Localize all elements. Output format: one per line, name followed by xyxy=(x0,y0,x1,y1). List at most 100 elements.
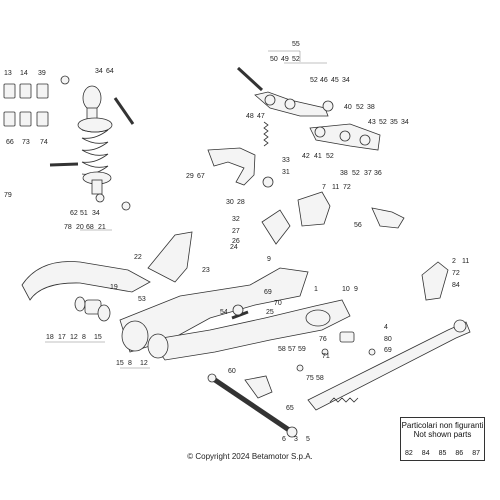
part-number-label: 59 xyxy=(298,346,306,353)
part-number-label: 25 xyxy=(266,309,274,316)
part-number-label: 33 xyxy=(282,157,290,164)
part-number-label: 34 xyxy=(92,210,100,217)
part-number-label: 57 xyxy=(288,346,296,353)
part-number-label: 68 xyxy=(86,224,94,231)
part-number-label: 69 xyxy=(264,289,272,296)
part-number-label: 37 xyxy=(364,170,372,177)
part-number-label: 38 xyxy=(367,104,375,111)
part-number-label: 41 xyxy=(314,153,322,160)
note-part: 87 xyxy=(472,450,480,457)
part-number-label: 50 xyxy=(270,56,278,63)
part-number-label: 34 xyxy=(95,68,103,75)
part-number-label: 15 xyxy=(116,360,124,367)
note-part: 86 xyxy=(455,450,464,457)
part-number-label: 75 xyxy=(306,375,314,382)
part-number-label: 58 xyxy=(316,375,324,382)
part-number-label: 11 xyxy=(332,184,340,191)
part-number-label: 72 xyxy=(452,270,460,277)
part-number-label: 52 xyxy=(326,153,334,160)
leader-lines xyxy=(45,50,327,369)
part-number-label: 32 xyxy=(232,216,240,223)
side-stand xyxy=(307,319,471,411)
part-number-label: 34 xyxy=(342,77,350,84)
part-number-label: 40 xyxy=(344,104,352,111)
part-number-label: 30 xyxy=(226,199,234,206)
part-number-label: 39 xyxy=(38,70,46,77)
part-number-label: 52 xyxy=(356,104,364,111)
part-number-label: 51 xyxy=(80,210,88,217)
part-number-label: 9 xyxy=(354,286,358,293)
part-number-label: 66 xyxy=(6,139,14,146)
part-number-label: 22 xyxy=(134,254,142,261)
part-number-label: 46 xyxy=(320,77,328,84)
part-number-label: 71 xyxy=(322,353,330,360)
note-part: 82 xyxy=(405,450,413,457)
part-number-label: 60 xyxy=(228,368,236,375)
note-line-english: Not shown parts xyxy=(413,430,472,439)
part-number-label: 84 xyxy=(452,282,460,289)
part-number-label: 1 xyxy=(314,286,318,293)
part-number-label: 17 xyxy=(58,334,66,341)
part-number-label: 35 xyxy=(390,119,398,126)
part-number-label: 12 xyxy=(140,360,148,367)
misc-small-parts xyxy=(60,75,376,399)
part-number-label: 64 xyxy=(106,68,114,75)
note-part: 84 xyxy=(421,450,430,457)
part-number-label: 45 xyxy=(331,77,339,84)
part-number-label: 31 xyxy=(282,169,290,176)
part-number-label: 28 xyxy=(237,199,245,206)
part-number-label: 58 xyxy=(278,346,286,353)
part-number-label: 42 xyxy=(302,153,310,160)
chain-slider xyxy=(21,231,193,301)
part-number-label: 62 xyxy=(70,210,78,217)
copyright-text: © Copyright 2024 Betamotor S.p.A. xyxy=(187,452,313,461)
part-number-label: 7 xyxy=(322,184,326,191)
part-number-label: 9 xyxy=(267,256,271,263)
note-part: 85 xyxy=(438,450,447,457)
part-number-label: 54 xyxy=(220,309,228,316)
part-number-label: 20 xyxy=(76,224,84,231)
part-number-label: 53 xyxy=(138,296,146,303)
part-number-label: 38 xyxy=(340,170,348,177)
small-parts-icons xyxy=(3,83,49,127)
part-number-label: 78 xyxy=(64,224,72,231)
part-number-label: 10 xyxy=(342,286,350,293)
part-number-label: 8 xyxy=(82,334,86,341)
part-number-label: 43 xyxy=(368,119,376,126)
part-number-label: 19 xyxy=(110,284,118,291)
part-number-label: 21 xyxy=(98,224,106,231)
spacers xyxy=(74,296,111,322)
part-number-label: 13 xyxy=(4,70,12,77)
part-number-label: 29 xyxy=(186,173,194,180)
part-number-label: 52 xyxy=(379,119,387,126)
bracket-and-spring xyxy=(207,121,274,188)
part-number-label: 26 xyxy=(232,238,240,245)
part-number-label: 73 xyxy=(22,139,30,146)
part-number-label: 49 xyxy=(281,56,289,63)
part-number-label: 52 xyxy=(352,170,360,177)
part-number-label: 36 xyxy=(374,170,382,177)
part-number-label: 2 xyxy=(452,258,456,265)
part-number-label: 6 xyxy=(282,436,286,443)
part-number-label: 34 xyxy=(401,119,409,126)
part-number-label: 15 xyxy=(94,334,102,341)
part-number-label: 65 xyxy=(286,405,294,412)
part-number-label: 14 xyxy=(20,70,28,77)
part-number-label: 76 xyxy=(319,336,327,343)
right-side-parts xyxy=(261,191,449,301)
part-number-label: 72 xyxy=(343,184,351,191)
part-number-label: 52 xyxy=(310,77,318,84)
part-number-label: 11 xyxy=(462,258,470,265)
part-number-label: 47 xyxy=(257,113,265,120)
part-number-label: 55 xyxy=(292,41,300,48)
note-line-italian: Particolari non figuranti xyxy=(401,421,484,430)
swingarm-axle xyxy=(207,373,298,438)
shock-absorber xyxy=(77,85,113,203)
part-number-label: 80 xyxy=(384,336,392,343)
part-number-label: 69 xyxy=(384,347,392,354)
part-number-label: 56 xyxy=(354,222,362,229)
not-shown-parts-note: Particolari non figuranti Not shown part… xyxy=(400,417,485,461)
note-part-numbers: 82 84 85 86 87 xyxy=(405,450,480,457)
